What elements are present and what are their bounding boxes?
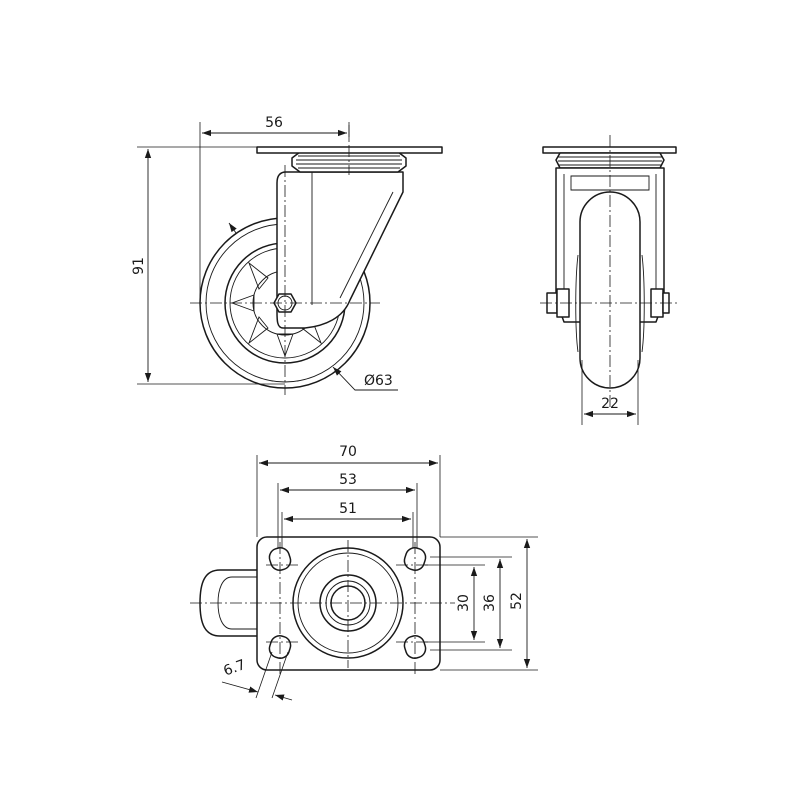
dim-53-label: 53 (339, 472, 357, 488)
dimension-plate-width: 52 (440, 536, 538, 671)
top-plate-plan (256, 536, 441, 671)
dimension-slot-span-inner: 30 (425, 564, 485, 643)
dim-22-label: 22 (601, 396, 619, 412)
dimension-hole-spacing-inner: 51 (281, 501, 414, 548)
dimension-slot-width: 6.7 (221, 651, 293, 701)
dim-70-label: 70 (339, 444, 357, 460)
dim-36-label: 36 (482, 594, 498, 612)
top-plate-front (542, 146, 677, 154)
dim-30-label: 30 (456, 594, 472, 612)
top-view: 70 53 51 30 36 (190, 444, 538, 701)
dimension-mounting-height: 91 (131, 146, 285, 385)
dimension-plate-length: 70 (256, 444, 441, 537)
dim-51-label: 51 (339, 501, 357, 517)
top-view-wheel (199, 569, 257, 637)
dimension-swivel-offset: 56 (199, 115, 350, 303)
dim-63-label: Ø63 (364, 373, 393, 389)
front-view: 22 (540, 135, 680, 425)
dim-52-label: 52 (509, 592, 525, 610)
dimension-wheel-width: 22 (581, 360, 639, 425)
dimension-hole-spacing-outer: 53 (277, 472, 418, 548)
side-view: 91 56 Ø63 (131, 115, 443, 395)
dim-56-label: 56 (265, 115, 283, 131)
dimension-wheel-diameter: Ø63 (228, 222, 398, 391)
fork-leg (276, 171, 404, 329)
top-plate-side (256, 146, 443, 154)
dim-91-label: 91 (131, 257, 147, 275)
dimension-slot-span-outer: 36 (430, 556, 512, 651)
dim-6-7-label: 6.7 (221, 657, 247, 680)
